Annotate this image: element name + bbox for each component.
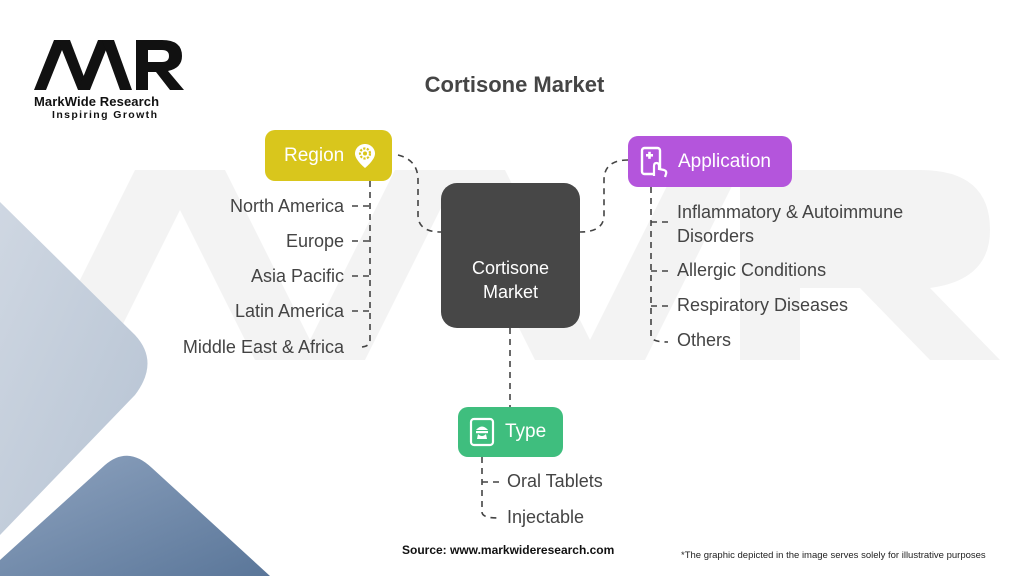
region-item: North America xyxy=(229,196,344,216)
decorative-shapes xyxy=(0,202,270,576)
application-item: Respiratory Diseases xyxy=(677,295,849,315)
type-item: Oral Tablets xyxy=(507,471,603,491)
markwide-logo: MarkWide Research Inspiring Growth xyxy=(28,38,198,123)
page-title: Cortisone Market xyxy=(424,72,605,97)
region-item: Middle East & Africa xyxy=(182,337,344,357)
tablet-touch-medical-icon xyxy=(640,146,668,177)
application-item: Others xyxy=(677,330,732,350)
center-line-2: Market xyxy=(482,282,538,302)
region-item: Europe xyxy=(285,231,344,251)
category-type: Type xyxy=(458,407,563,457)
type-label: Type xyxy=(505,421,547,442)
logo-tagline: Inspiring Growth xyxy=(52,109,159,121)
center-node: Cortisone Market xyxy=(441,183,580,328)
category-application: Application xyxy=(628,136,792,187)
mwr-logo-icon xyxy=(34,40,184,90)
region-item: Asia Pacific xyxy=(250,266,344,286)
location-gear-icon xyxy=(355,143,376,168)
center-line-1: Cortisone xyxy=(471,258,550,278)
region-label: Region xyxy=(284,144,345,166)
application-label: Application xyxy=(678,150,771,172)
source-text: Source: www.markwideresearch.com xyxy=(402,543,615,557)
application-item: Allergic Conditions xyxy=(677,260,827,280)
logo-name: MarkWide Research xyxy=(34,94,160,109)
category-region: Region xyxy=(265,130,392,181)
medical-document-icon xyxy=(469,417,495,447)
disclaimer-text: *The graphic depicted in the image serve… xyxy=(681,550,986,561)
application-item: Inflammatory & Autoimmune Disorders xyxy=(677,202,904,246)
type-item: Injectable xyxy=(507,507,585,527)
region-item: Latin America xyxy=(234,301,344,321)
